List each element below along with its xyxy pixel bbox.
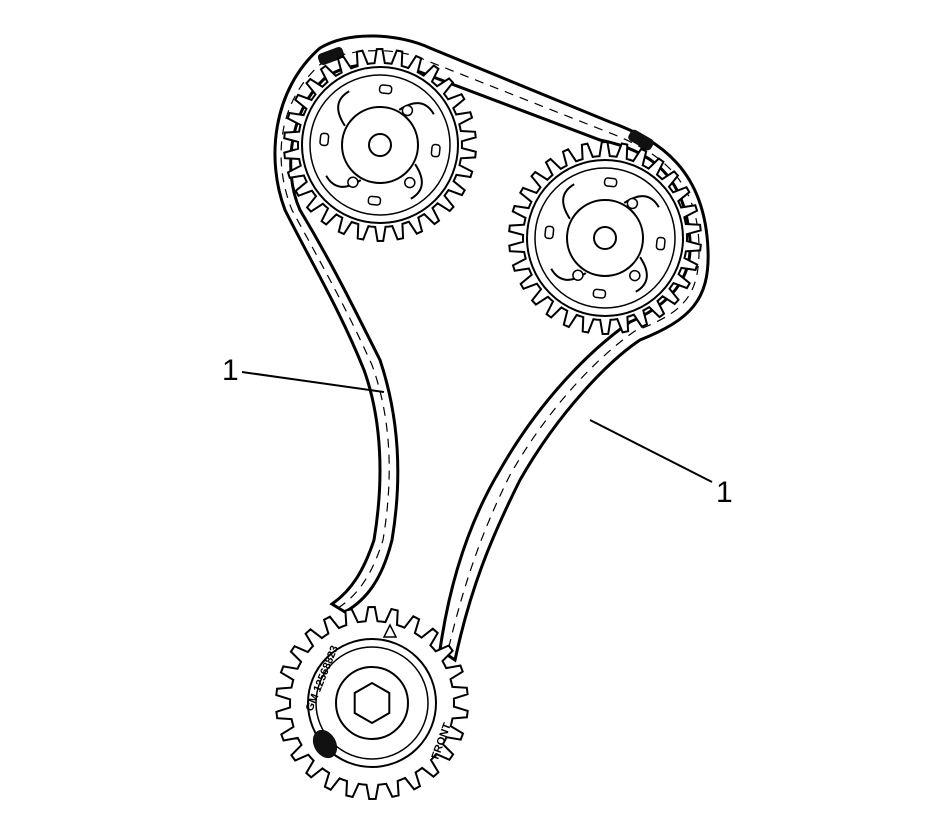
callout-leaders bbox=[241, 371, 713, 483]
intake-timing-link bbox=[317, 47, 345, 65]
intake-spring-block bbox=[378, 84, 393, 95]
intake-spring-block bbox=[430, 143, 441, 158]
intake-spring-block bbox=[367, 195, 382, 206]
intake-vane bbox=[410, 163, 423, 200]
callout-label-left: 1 bbox=[222, 354, 239, 387]
exhaust-vane bbox=[635, 256, 648, 293]
callout-leader-right bbox=[589, 419, 713, 483]
intake-spring-block bbox=[319, 132, 330, 147]
exhaust-timing-link bbox=[628, 129, 654, 151]
callout-leader-left bbox=[241, 371, 385, 393]
crank-timing-mark bbox=[312, 729, 338, 759]
exhaust-spring-block bbox=[603, 177, 618, 188]
crank-hub-ring bbox=[315, 646, 429, 760]
exhaust-bolt-hole bbox=[572, 269, 584, 281]
exhaust-center-bore bbox=[593, 226, 617, 250]
crank-timing-arrow bbox=[382, 623, 398, 638]
exhaust-vane bbox=[562, 183, 575, 220]
exhaust-inner-rim bbox=[534, 167, 676, 309]
intake-bolt-hole bbox=[401, 104, 414, 117]
crank-bolt-hex bbox=[353, 681, 391, 725]
chain-outline bbox=[273, 34, 710, 663]
intake-rim bbox=[301, 66, 459, 224]
intake-bolt-hole bbox=[347, 176, 359, 188]
crankshaft-sprocket bbox=[275, 605, 469, 801]
exhaust-bolt-hole bbox=[629, 269, 641, 282]
exhaust-rim bbox=[526, 159, 684, 317]
exhaust-spring-block bbox=[655, 236, 666, 251]
intake-vane bbox=[337, 90, 350, 127]
timing-chain bbox=[273, 34, 710, 663]
exhaust-bolt-hole bbox=[626, 197, 639, 210]
intake-bolt-hole bbox=[404, 176, 416, 189]
intake-camshaft-sprocket bbox=[283, 47, 477, 243]
callout-label-right: 1 bbox=[716, 476, 733, 509]
chain-link-pins bbox=[280, 50, 700, 656]
exhaust-spring-block bbox=[592, 288, 607, 299]
exhaust-spring-block bbox=[544, 225, 555, 240]
exhaust-camshaft-sprocket bbox=[508, 140, 702, 336]
intake-inner-rim bbox=[309, 74, 451, 216]
intake-center-bore bbox=[368, 133, 392, 157]
